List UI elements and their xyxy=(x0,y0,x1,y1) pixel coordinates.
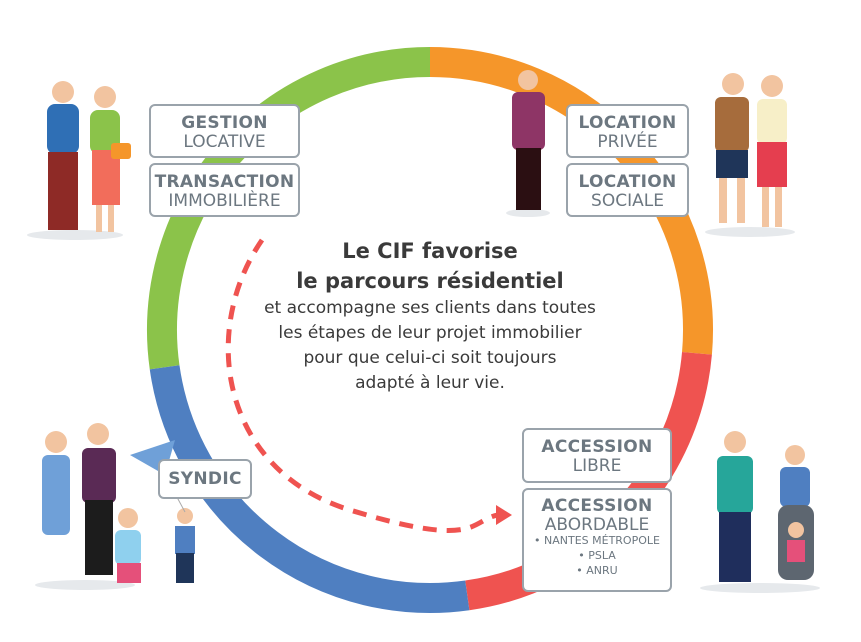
center-text: Le CIF favorise le parcours résidentiel … xyxy=(225,236,635,396)
body-line: adapté à leur vie. xyxy=(355,373,505,393)
body-line: et accompagne ses clients dans toutes xyxy=(264,298,596,318)
family-with-kite-illustration xyxy=(35,423,195,590)
young-couple-illustration xyxy=(705,73,795,237)
body-line: les étapes de leur projet immobilier xyxy=(278,323,582,343)
family-with-stroller-illustration xyxy=(700,431,820,593)
location-sociale-box: LOCATION SOCIALE xyxy=(566,163,689,217)
young-man-illustration xyxy=(506,70,550,217)
gestion-locative-box: GESTION LOCATIVE xyxy=(149,104,300,158)
headline: le parcours résidentiel xyxy=(296,269,564,293)
syndic-box: SYNDIC xyxy=(158,459,252,499)
bullet-item: • PSLA xyxy=(578,549,616,563)
arrow-head-icon xyxy=(496,505,512,525)
body-line: pour que celui-ci soit toujours xyxy=(303,348,557,368)
location-privee-box: LOCATION PRIVÉE xyxy=(566,104,689,158)
headline: Le CIF favorise xyxy=(342,239,518,263)
accession-libre-box: ACCESSION LIBRE xyxy=(522,428,672,483)
dashed-arrow-path xyxy=(225,238,499,533)
elderly-couple-illustration xyxy=(27,81,131,240)
ring-segment-blue xyxy=(149,365,470,613)
accession-abordable-box: ACCESSION ABORDABLE • NANTES MÉTROPOLE •… xyxy=(522,488,672,592)
bullet-item: • ANRU xyxy=(576,564,618,578)
transaction-immobiliere-box: TRANSACTION IMMOBILIÈRE xyxy=(149,163,300,217)
bullet-item: • NANTES MÉTROPOLE xyxy=(534,534,660,548)
